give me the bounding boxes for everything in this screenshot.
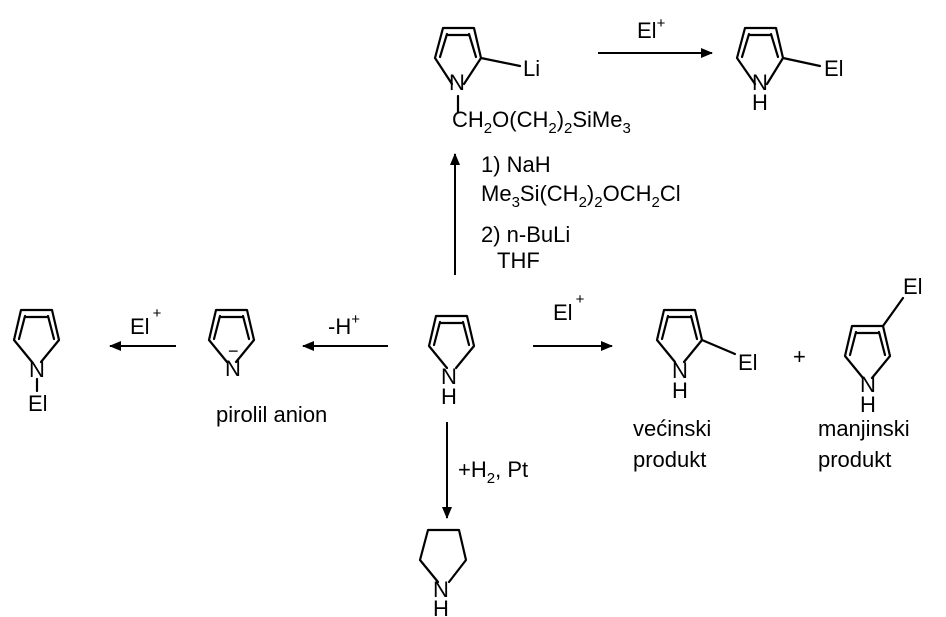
reagent-sem-cl: Me3Si(CH2)2OCH2Cl bbox=[481, 181, 681, 211]
caption-major-line2: produkt bbox=[633, 447, 706, 472]
minor-product-3-el: N H El bbox=[843, 274, 923, 417]
atom-el: El bbox=[28, 391, 48, 416]
pyrrolidine: N H bbox=[418, 528, 468, 617]
atom-el: El bbox=[738, 350, 758, 375]
atom-nh-h: H bbox=[752, 90, 768, 115]
atom-li: Li bbox=[523, 56, 540, 81]
atom-h: H bbox=[441, 384, 457, 409]
pyrrolyl-anion: N − bbox=[207, 308, 256, 381]
atom-n: N bbox=[29, 357, 45, 382]
sem-group-label: CH2O(CH2)2SiMe3 bbox=[452, 107, 631, 137]
caption-major-line1: većinski bbox=[633, 416, 711, 441]
atom-el: El bbox=[824, 56, 844, 81]
plus-sign: + bbox=[793, 344, 806, 369]
pyrrole-center: N H bbox=[427, 314, 476, 409]
reagent-el-right: El+ bbox=[553, 291, 585, 325]
atom-nh-n: N bbox=[433, 577, 449, 602]
reagent-el-left: El+ bbox=[130, 305, 162, 339]
caption-pyrrolyl-anion: pirolil anion bbox=[216, 402, 327, 427]
caption-minor-line2: produkt bbox=[818, 447, 891, 472]
atom-nh-h: H bbox=[860, 392, 876, 417]
caption-minor-line1: manjinski bbox=[818, 416, 910, 441]
reagent-step2: 2) n-BuLi bbox=[481, 222, 570, 247]
pyrrole-2-el-top: N H El bbox=[735, 26, 844, 115]
major-product-2-el: N H El bbox=[655, 308, 758, 403]
reagent-hydrogenation: +H2, Pt bbox=[458, 457, 528, 487]
reagent-minus-h: -H+ bbox=[328, 311, 360, 339]
atom-n: N bbox=[441, 364, 457, 389]
atom-nh-h: H bbox=[433, 596, 449, 617]
reagent-step1: 1) NaH bbox=[481, 152, 551, 177]
n-el-pyrrole: N El bbox=[12, 308, 61, 416]
atom-nh-n: N bbox=[860, 372, 876, 397]
atom-nh-h: H bbox=[672, 378, 688, 403]
atom-el: El bbox=[903, 274, 923, 299]
lithiated-sem-pyrrole: N Li CH2O(CH2)2SiMe3 bbox=[433, 26, 631, 137]
atom-n: N bbox=[449, 70, 465, 95]
anion-charge: − bbox=[228, 341, 239, 361]
atom-n: N bbox=[225, 356, 241, 381]
atom-nh-n: N bbox=[672, 358, 688, 383]
atom-nh-n: N bbox=[752, 70, 768, 95]
reagent-solvent: THF bbox=[497, 248, 540, 273]
reagent-el-top: El+ bbox=[637, 15, 666, 43]
